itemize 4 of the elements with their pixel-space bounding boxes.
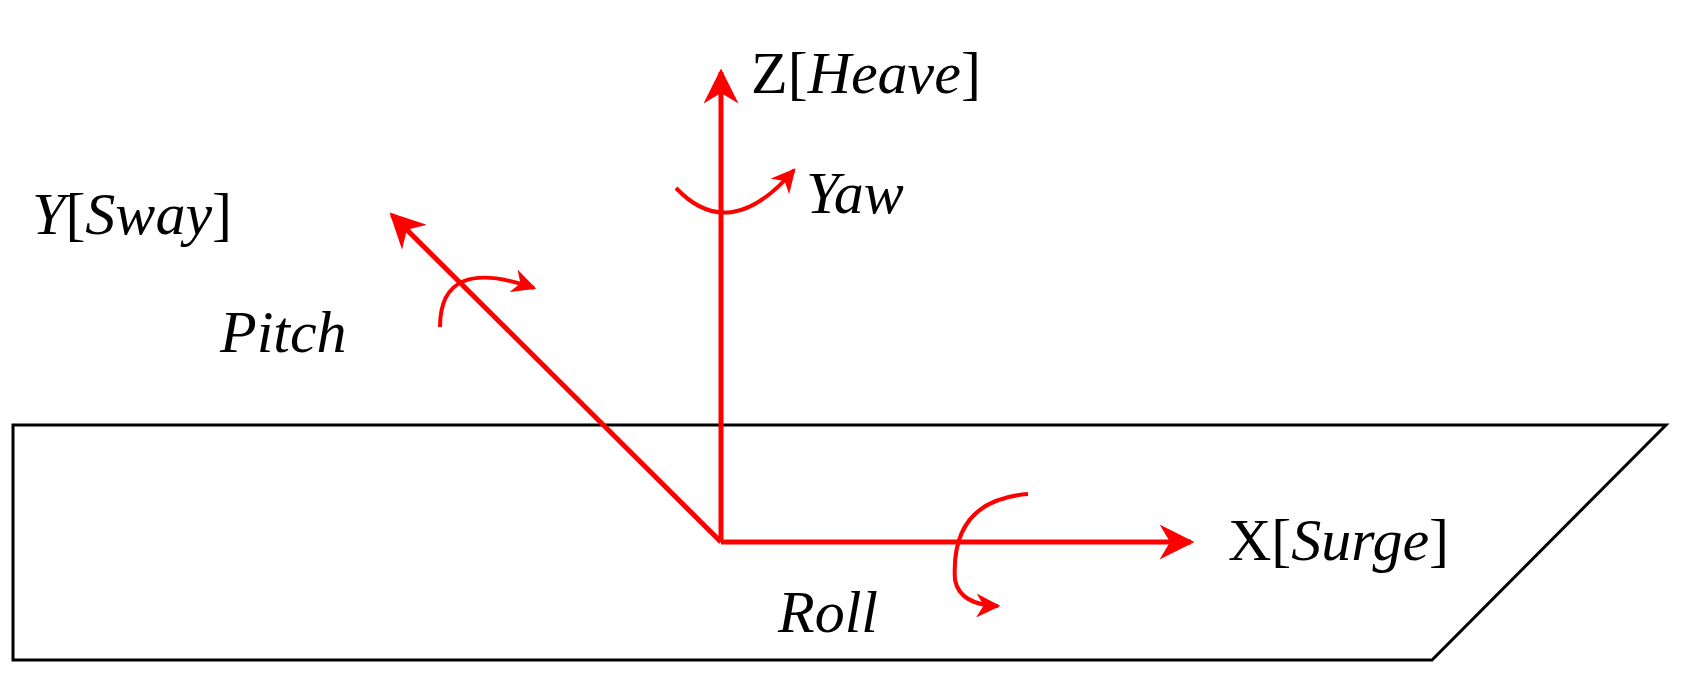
rotation-label: Pitch xyxy=(220,302,347,362)
axis-label: Z[Heave] xyxy=(751,43,981,103)
rotation-label: Yaw xyxy=(806,163,904,223)
rotation-label: Roll xyxy=(778,582,878,642)
